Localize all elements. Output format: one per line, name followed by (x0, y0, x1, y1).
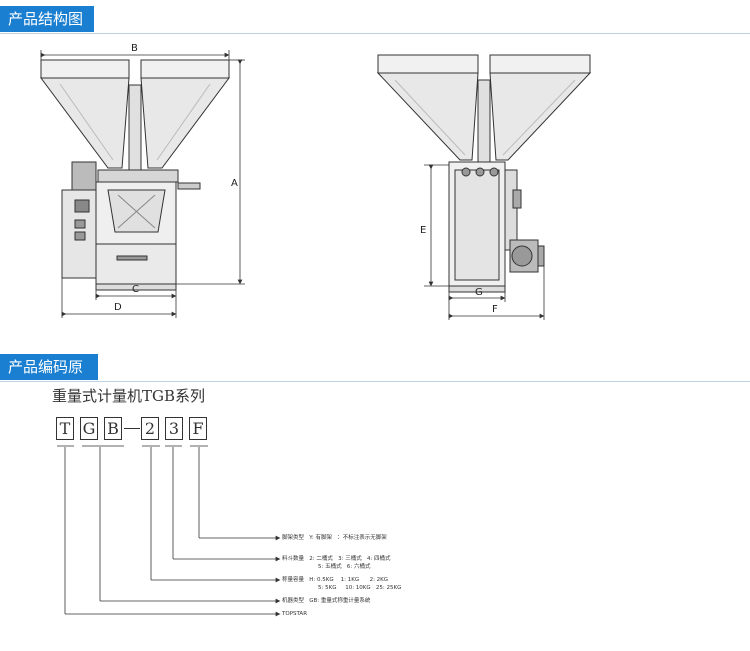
dimension-label-d: D (114, 302, 122, 313)
code-char-b: B (104, 417, 122, 440)
desc-machine-type: 机器类型 GB: 重量式称重计量系统 (282, 598, 371, 604)
dimension-label-c: C (132, 284, 139, 295)
dimension-label-g: G (475, 287, 483, 298)
code-char-2: 2 (141, 417, 159, 440)
side-dimension-lines (424, 164, 545, 320)
desc-capacity-2: 5: 5KG 10: 10KG 25: 25KG (318, 585, 402, 591)
code-char-g: G (80, 417, 98, 440)
coding-callout-lines (57, 445, 281, 617)
section-title-coding: 产品编码原则 (0, 354, 750, 402)
coding-title: 重量式计量机TGB系列 (52, 387, 206, 405)
code-dash (124, 428, 140, 429)
front-dimension-lines (40, 50, 245, 318)
dimension-label-e: E (420, 225, 426, 236)
desc-hopper-count-2: 5: 五桶式 6: 六桶式 (318, 564, 371, 570)
desc-capacity: 称量容量 H: 0.5KG 1: 1KG 2: 2KG (282, 577, 389, 583)
side-view-drawing (376, 54, 592, 293)
code-char-3: 3 (165, 417, 183, 440)
dimension-label-f: F (492, 304, 498, 315)
front-view-drawing (40, 59, 230, 291)
desc-brand: TOPSTAR (282, 611, 308, 617)
dimension-label-a: A (231, 178, 238, 189)
code-char-f: F (189, 417, 207, 440)
section-title-structure: 产品结构图 (0, 6, 750, 34)
desc-hopper-count: 料斗数量 2: 二桶式 3: 三桶式 4: 四桶式 (282, 556, 391, 562)
code-char-t: T (56, 417, 74, 440)
dimension-label-b: B (131, 43, 138, 54)
desc-stand-type: 脚架类型 Y: 有脚架 ：不标注表示无脚架 (282, 535, 387, 541)
